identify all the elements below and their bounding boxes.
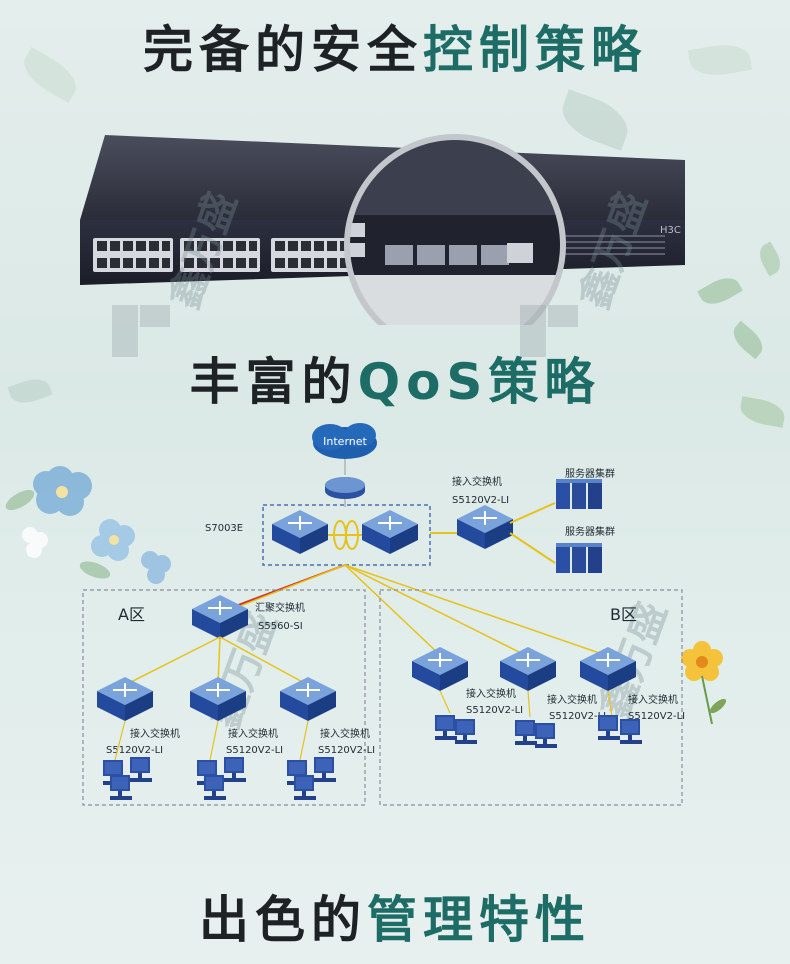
pc-icon <box>435 715 457 740</box>
watermark-logo <box>520 305 546 357</box>
access-switch-icon <box>456 504 514 550</box>
core-switch-icon <box>271 509 329 555</box>
pc-icon <box>204 775 226 800</box>
server-cluster-label: 服务器集群 <box>565 525 615 538</box>
access-switch-label: 接入交换机 <box>320 727 370 740</box>
pc-icon <box>535 723 557 748</box>
zone-a-label: A区 <box>118 605 145 624</box>
access-switch-model: S5120V2-LI <box>549 711 606 722</box>
pc-icon <box>598 715 620 740</box>
zone-b-label: B区 <box>610 605 637 624</box>
pc-icon <box>620 719 642 744</box>
pc-icon <box>294 775 316 800</box>
access-switch-icon <box>189 676 247 722</box>
access-switch-label: 接入交换机 <box>130 727 180 740</box>
core-switch-icon <box>361 509 419 555</box>
pc-icon <box>314 757 336 782</box>
yellow-flower-decoration <box>681 641 727 725</box>
watermark-logo <box>140 305 170 327</box>
access-switch-model: S5120V2-LI <box>628 711 685 722</box>
leaf-decoration <box>697 271 743 311</box>
server-cluster-label: 服务器集群 <box>565 467 615 480</box>
heading-dark-text: 出色的 <box>199 891 367 949</box>
access-switch-label: 接入交换机 <box>628 693 678 706</box>
server-cluster-icon <box>556 479 602 509</box>
leaf-decoration <box>754 241 786 277</box>
access-switch-label: 接入交换机 <box>547 693 597 706</box>
access-switch-icon <box>96 676 154 722</box>
access-switch-model: S5120V2-LI <box>466 705 523 716</box>
access-switch-icon <box>279 676 337 722</box>
section-heading-security: 完备的安全控制策略 <box>0 10 790 82</box>
aggregation-switch-model: S5560-SI <box>258 621 303 632</box>
watermark-logo <box>548 305 578 327</box>
access-switch-label: 接入交换机 <box>466 687 516 700</box>
heading-teal-text: 控制策略 <box>423 21 647 79</box>
blue-flowers-decoration <box>5 466 171 584</box>
access-switch-icon <box>411 646 469 692</box>
core-switch-label: S7003E <box>205 523 243 534</box>
pc-icon <box>455 719 477 744</box>
internet-label: Internet <box>323 435 367 448</box>
heading-teal-text: 管理特性 <box>367 891 591 949</box>
router-icon <box>325 477 365 499</box>
access-switch-label: 接入交换机 <box>228 727 278 740</box>
network-topology-diagram: Internet S7003E 接入交换机 S5120V2-LI 服务器集群 服… <box>82 423 685 806</box>
pc-icon <box>110 775 132 800</box>
section-heading-management: 出色的管理特性 <box>0 880 790 952</box>
pc-icon <box>224 757 246 782</box>
aggregation-switch-icon <box>191 594 249 640</box>
access-switch-icon <box>499 646 557 692</box>
access-switch-model: S5120V2-LI <box>106 745 163 756</box>
heading-dark-text: 完备的安全 <box>143 21 423 79</box>
pc-icon <box>130 757 152 782</box>
access-switch-model: S5120V2-LI <box>318 745 375 756</box>
access-switch-label: 接入交换机 <box>452 475 502 488</box>
server-cluster-icon <box>556 543 602 573</box>
heading-dark-text: 丰富的 <box>189 353 358 411</box>
watermark-logo <box>112 305 138 357</box>
access-switch-model: S5120V2-LI <box>452 495 509 506</box>
heading-teal-text: QoS策略 <box>357 353 601 411</box>
access-switch-model: S5120V2-LI <box>226 745 283 756</box>
section-heading-qos: 丰富的QoS策略 <box>0 342 790 414</box>
aggregation-switch-label: 汇聚交换机 <box>255 601 305 614</box>
access-switch-icon <box>579 646 637 692</box>
pc-icon <box>515 720 537 745</box>
internet-cloud-icon <box>312 423 377 459</box>
brand-logo-text: H3C <box>660 225 681 236</box>
switch-device-photo: H3C <box>80 134 685 325</box>
